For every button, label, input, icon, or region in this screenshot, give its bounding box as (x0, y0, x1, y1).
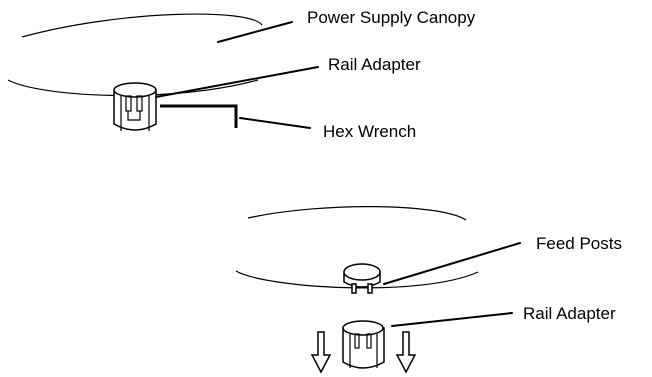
bottom-canopy-back-edge (247, 206, 467, 221)
left-down-arrow (310, 331, 332, 374)
bottom-assembly: Feed Posts Rail Adapter (235, 206, 622, 374)
right-down-arrow (395, 331, 417, 374)
top-rail-adapter (113, 82, 157, 131)
label-feed-posts: Feed Posts (536, 234, 622, 253)
label-hex-wrench: Hex Wrench (323, 122, 416, 141)
top-canopy-back-edge (21, 13, 263, 38)
leader-rail-adapter-bottom (391, 312, 513, 327)
leader-feed-posts (383, 242, 521, 285)
label-rail-adapter-top: Rail Adapter (328, 55, 421, 74)
label-rail-adapter-bottom: Rail Adapter (523, 304, 616, 323)
feed-posts (343, 263, 381, 294)
leader-power-supply-canopy (217, 21, 293, 43)
bottom-rail-adapter (342, 320, 385, 369)
top-canopy-front-edge (7, 79, 259, 97)
hex-wrench-shape (160, 104, 238, 128)
leader-rail-adapter-top (155, 66, 319, 98)
leader-hex-wrench (239, 117, 311, 129)
bottom-canopy-front-edge (235, 270, 479, 289)
top-assembly: Power Supply Canopy Rail Adapter Hex Wre… (7, 8, 476, 141)
label-power-supply-canopy: Power Supply Canopy (307, 8, 476, 27)
